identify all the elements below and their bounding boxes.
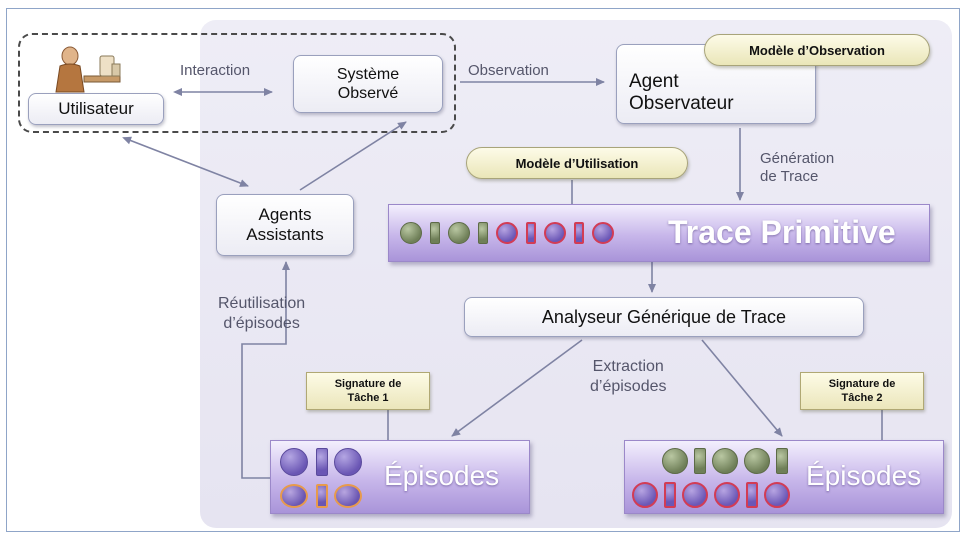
agent-observateur-label: Agent Observateur [629,71,734,114]
signature-tache-1-tag: Signature de Tâche 1 [306,372,430,410]
analyseur-label: Analyseur Générique de Trace [541,306,787,327]
reuse-episodes-edge [241,261,290,479]
circle-symbol-icon [280,484,308,508]
modele-utilisation-tag: Modèle d’Utilisation [466,147,688,179]
episodes-left-label: Épisodes [384,460,500,491]
circle-symbol-icon [280,448,308,476]
utilisateur-label: Utilisateur [58,99,134,118]
circle-symbol-icon [496,222,518,244]
systeme-observe-node: Système Observé [293,55,443,113]
systeme-observe-label: Système Observé [336,66,400,102]
bar-symbol-icon [574,222,584,244]
circle-symbol-icon [764,482,790,508]
circle-symbol-icon [334,448,362,476]
circle-symbol-icon [544,222,566,244]
agents-assistants-label: Agents Assistants [246,205,324,244]
agents-assistants-node: Agents Assistants [216,194,354,256]
analyseur-node: Analyseur Générique de Trace [464,297,864,337]
extraction-label: Extraction d’épisodes [590,358,667,395]
analyzer-to-episodes-left-edge [451,339,583,437]
bar-symbol-icon [776,448,788,474]
modele-observation-label: Modèle d’Observation [749,42,885,58]
circle-symbol-icon [448,222,470,244]
bar-symbol-icon [664,482,676,508]
interaction-label: Interaction [180,62,251,79]
user-figure-icon [26,42,136,97]
trace-primitive-label: Trace Primitive [668,214,896,250]
bar-symbol-icon [478,222,488,244]
bar-symbol-icon [316,448,328,476]
circle-symbol-icon [400,222,422,244]
circle-symbol-icon [592,222,614,244]
circle-symbol-icon [744,448,770,474]
utilisateur-node: Utilisateur [28,93,164,125]
signature-tache-1-label: Signature de Tâche 1 [334,378,402,404]
observed-system-boundary [18,33,456,133]
circle-symbol-icon [662,448,688,474]
modele-utilisation-label: Modèle d’Utilisation [515,155,639,171]
circle-symbol-icon [632,482,658,508]
bar-symbol-icon [316,484,328,508]
circle-symbol-icon [682,482,708,508]
signature-tache-2-label: Signature de Tâche 2 [828,378,896,404]
circle-symbol-icon [714,482,740,508]
reutilisation-label: Réutilisation d’épisodes [218,295,306,332]
generation-trace-label: Génération de Trace [760,150,835,185]
bar-symbol-icon [430,222,440,244]
bar-symbol-icon [694,448,706,474]
episodes-left-bar [270,440,530,514]
signature-tache-2-tag: Signature de Tâche 2 [800,372,924,410]
assistants-to-system-edge [299,121,407,191]
circle-symbol-icon [334,484,362,508]
user-assistants-edge [122,136,249,187]
bar-symbol-icon [746,482,758,508]
circle-symbol-icon [712,448,738,474]
bar-symbol-icon [526,222,536,244]
analyzer-to-episodes-right-edge [701,339,783,437]
episodes-right-label: Épisodes [806,460,922,491]
observation-label: Observation [468,62,549,79]
modele-observation-tag: Modèle d’Observation [704,34,930,66]
